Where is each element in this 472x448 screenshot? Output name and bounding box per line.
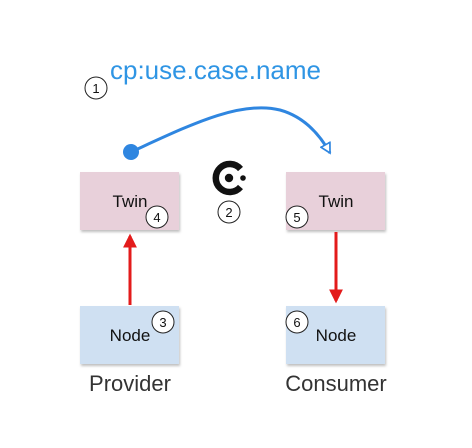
badge-3: 3	[151, 310, 175, 334]
consumer-role-label: Consumer	[285, 371, 386, 396]
badge-6: 6	[285, 310, 309, 334]
badge-3-label: 3	[159, 315, 166, 330]
flow-start-dot	[123, 144, 139, 160]
c-shaped-logo-icon	[212, 160, 246, 196]
contract-flow-arrow	[123, 106, 332, 160]
badge-1-label: 1	[92, 81, 99, 96]
provider-twin-label: Twin	[113, 192, 148, 211]
use-case-title: cp:use.case.name	[110, 55, 321, 85]
consumer-twin-label: Twin	[319, 192, 354, 211]
consumer-node-label: Node	[316, 326, 357, 345]
badge-5-label: 5	[293, 210, 300, 225]
badge-4-label: 4	[153, 210, 160, 225]
provider-role-label: Provider	[89, 371, 171, 396]
badge-2-label: 2	[225, 205, 232, 220]
badge-6-label: 6	[293, 315, 300, 330]
badge-5: 5	[285, 205, 309, 229]
badge-2: 2	[217, 200, 241, 224]
provider-node-label: Node	[110, 326, 151, 345]
badge-1: 1	[84, 76, 108, 100]
badge-4: 4	[145, 205, 169, 229]
